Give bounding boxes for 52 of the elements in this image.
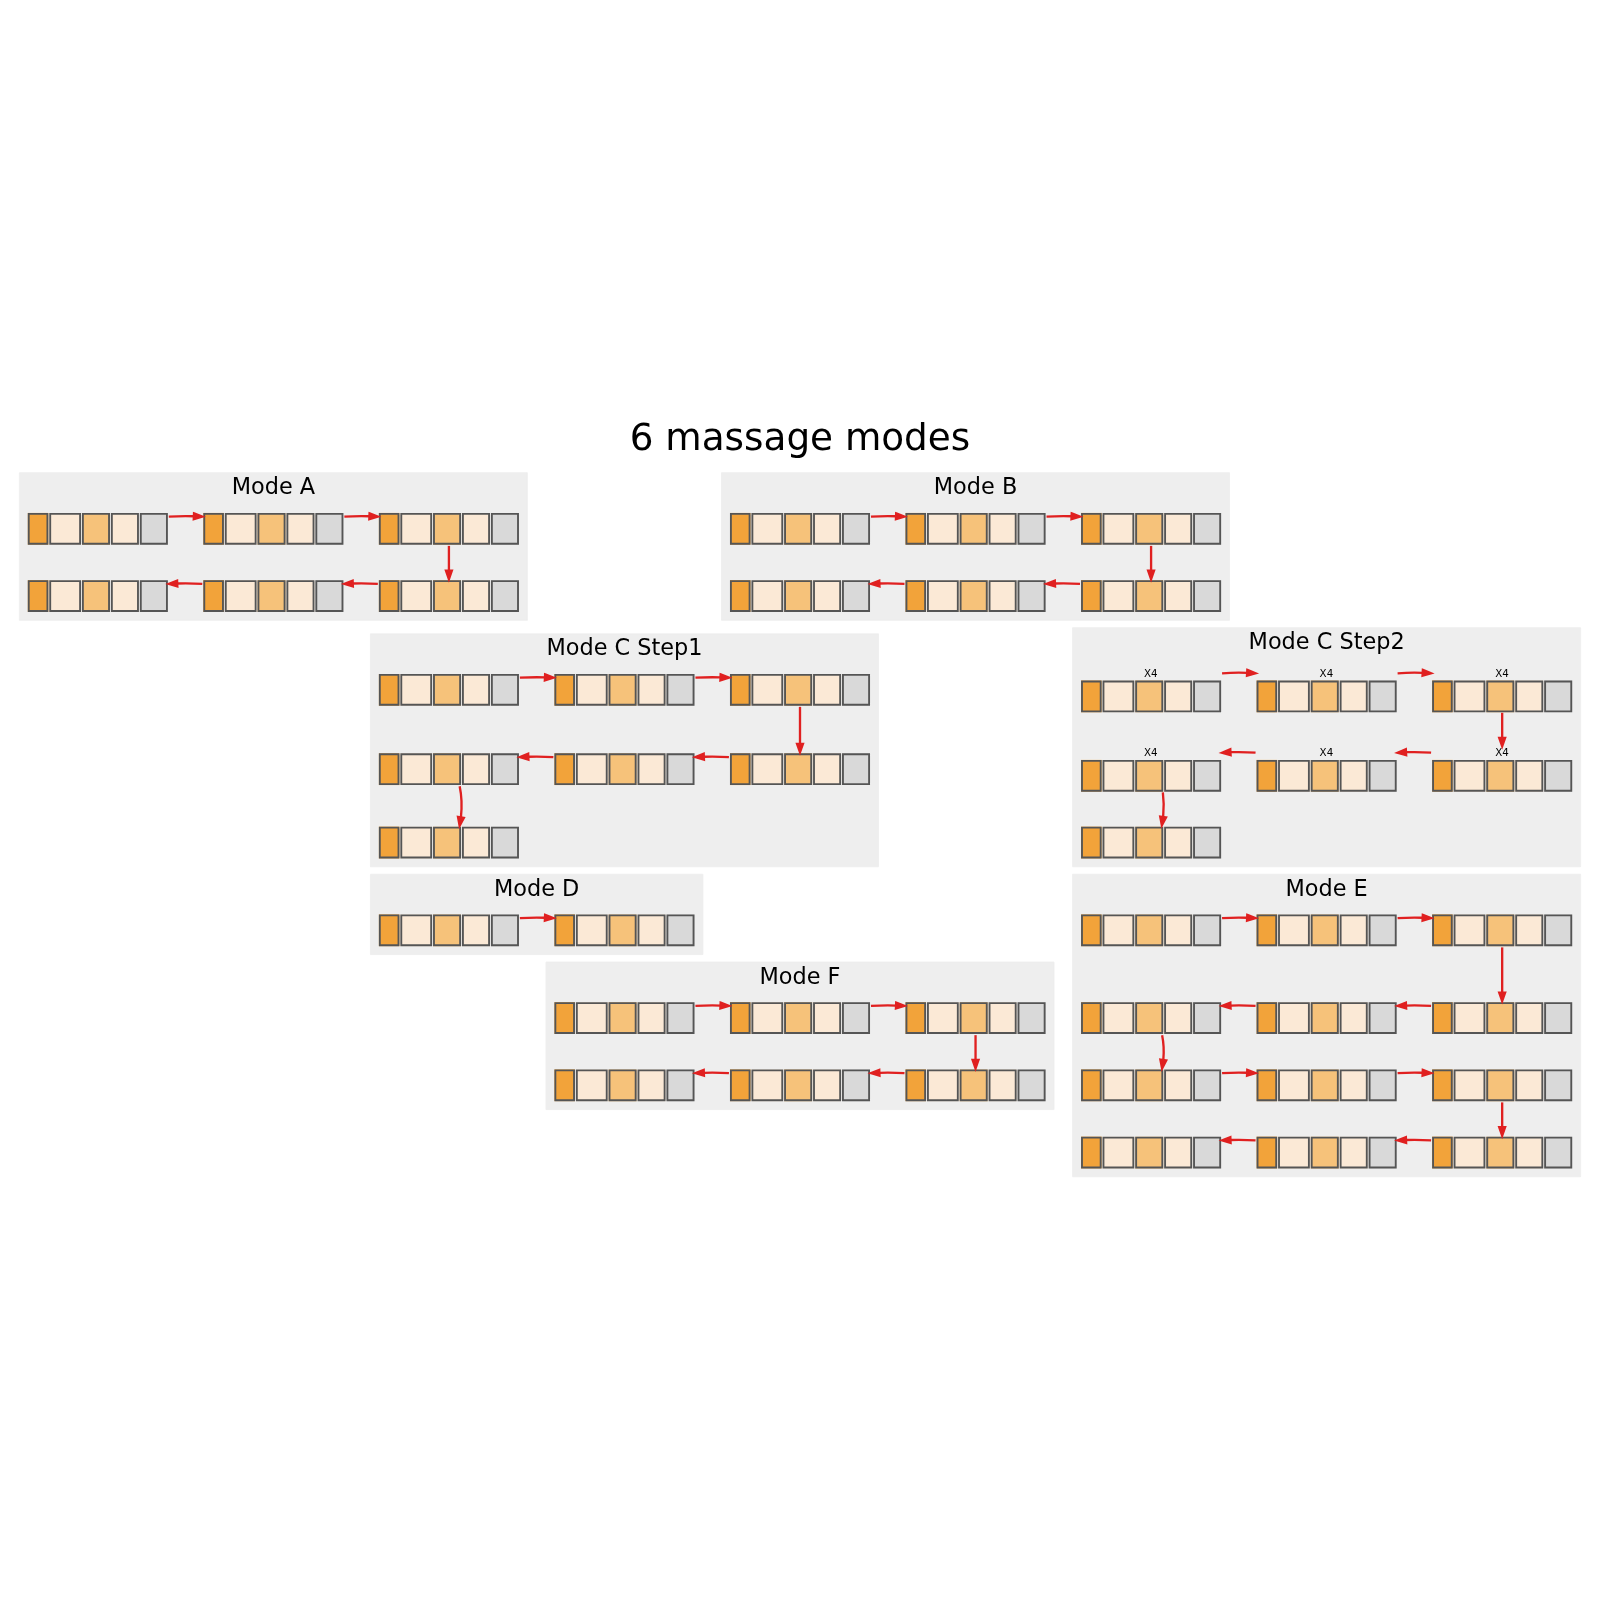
arrow: [1218, 1000, 1256, 1010]
arrow: [870, 511, 908, 521]
arrow: [1222, 1067, 1260, 1077]
cluster: Mode D: [370, 873, 704, 955]
arrow: [867, 1067, 905, 1077]
arrow: [165, 578, 203, 588]
node-label: X4: [1319, 745, 1334, 758]
arrow: [1394, 1134, 1432, 1145]
arrow: [1218, 747, 1256, 757]
node-label: X4: [1319, 666, 1334, 679]
arrow: [168, 511, 206, 521]
arrow: [344, 511, 382, 521]
arrow: [691, 751, 729, 761]
cluster: Mode C Step1: [370, 632, 879, 867]
arrow: [1221, 667, 1260, 677]
arrow: [1043, 578, 1081, 588]
arrow: [695, 672, 733, 682]
arrow: [1158, 791, 1168, 829]
arrow: [1046, 511, 1084, 521]
cluster: Mode E: [1072, 873, 1582, 1177]
arrow: [1158, 1034, 1168, 1072]
diagram-title: 6 massage modes: [629, 414, 971, 459]
arrow: [691, 1067, 729, 1077]
arrow: [795, 706, 805, 756]
arrow: [1146, 545, 1156, 583]
arrow: [444, 545, 454, 583]
arrow: [1394, 747, 1432, 757]
arrow: [1218, 1134, 1256, 1145]
arrow: [1397, 912, 1435, 922]
arrow: [1497, 946, 1507, 1005]
cluster: Mode B: [721, 471, 1230, 621]
arrow: [1222, 912, 1260, 922]
node-label: X4: [1495, 666, 1509, 679]
arrow: [519, 672, 557, 682]
arrow: [456, 785, 466, 829]
arrow: [1397, 667, 1435, 677]
arrow: [1497, 1101, 1507, 1139]
arrow: [519, 912, 557, 922]
cluster: Mode A: [18, 471, 528, 621]
arrow: [1497, 712, 1507, 750]
cluster: Mode F: [545, 961, 1055, 1110]
arrow: [870, 1000, 908, 1010]
arrow: [695, 1000, 733, 1010]
arrow: [340, 578, 378, 588]
arrow: [970, 1034, 981, 1072]
arrow: [1394, 1000, 1432, 1010]
arrow: [516, 751, 554, 761]
node-label: X4: [1144, 666, 1158, 679]
arrow: [1397, 1067, 1435, 1077]
arrow: [867, 578, 905, 588]
node-label: X4: [1144, 745, 1158, 758]
node-label: X4: [1495, 745, 1509, 758]
